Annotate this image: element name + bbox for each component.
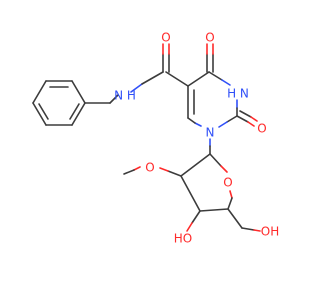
bond	[218, 121, 228, 128]
bond	[187, 117, 196, 124]
bond	[109, 94, 119, 104]
bond	[236, 115, 249, 123]
bond	[71, 80, 86, 104]
bond	[229, 190, 233, 199]
bond	[253, 229, 261, 232]
bond	[38, 103, 49, 120]
bond	[180, 153, 211, 177]
bond	[32, 102, 47, 126]
bond	[191, 210, 201, 224]
bond	[194, 122, 202, 127]
atom-label-furanose-oxygen: O	[223, 176, 232, 190]
bond	[159, 167, 169, 172]
structure-diagram: O N H O H N O N O O HO OH	[32, 31, 279, 246]
atom-label-ring-oxygen-right: O	[257, 122, 266, 136]
bond	[208, 71, 223, 81]
bond	[167, 170, 182, 177]
bond	[133, 166, 141, 171]
bond	[209, 153, 222, 167]
pyrimidine-ring	[187, 43, 258, 128]
bond	[130, 83, 143, 93]
bond	[221, 79, 231, 86]
bond	[32, 80, 47, 104]
bond	[227, 208, 243, 229]
bond	[226, 115, 238, 123]
atom-label-hydroxymethyl: OH	[261, 225, 279, 239]
bond	[123, 169, 135, 175]
bond	[165, 71, 189, 87]
atom-label-ring-n1: N	[206, 126, 215, 140]
atom-label-hydroxyl-bottom: HO	[174, 232, 192, 246]
bond	[141, 71, 164, 85]
atom-label-methoxy-oxygen: O	[145, 161, 154, 175]
bond	[227, 197, 233, 210]
atom-label-ring-oxygen-top: O	[205, 31, 214, 45]
atom-label-amide-oxygen: O	[161, 31, 170, 45]
bond	[186, 222, 193, 232]
bond	[69, 103, 80, 120]
bond	[180, 175, 201, 212]
bond	[187, 71, 210, 87]
atom-label-ring-nh: H N	[227, 87, 249, 101]
benzene-ring	[32, 80, 86, 126]
bond	[247, 121, 255, 127]
molecule-canvas: O N H O H N O N O O HO OH	[32, 30, 280, 246]
bond	[239, 110, 252, 118]
bond	[71, 102, 86, 126]
furanose-ring	[180, 153, 233, 212]
atom-label-amide-nh: N H	[114, 89, 136, 103]
bond	[220, 165, 228, 173]
bond	[250, 116, 258, 122]
bond	[241, 227, 255, 231]
bond	[199, 208, 229, 212]
